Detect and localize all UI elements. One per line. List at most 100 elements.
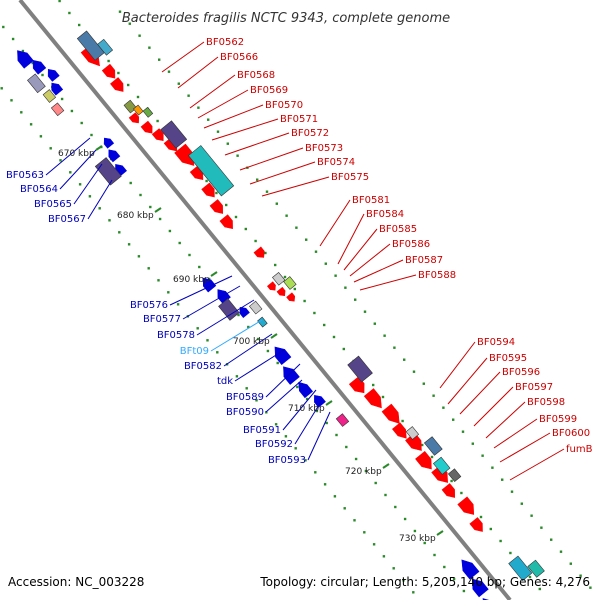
forward-gene-arrow[interactable] bbox=[276, 286, 287, 298]
gene-feature-box[interactable] bbox=[94, 157, 122, 186]
forward-gene-arrow[interactable] bbox=[110, 77, 127, 95]
gene-label[interactable]: BF0596 bbox=[502, 367, 540, 378]
gene-label[interactable]: BF0600 bbox=[552, 428, 590, 439]
gene-label[interactable]: BF0573 bbox=[305, 143, 343, 154]
reverse-gene-arrow[interactable] bbox=[45, 66, 60, 82]
gene-feature-box[interactable] bbox=[447, 468, 462, 483]
forward-gene-arrow[interactable] bbox=[381, 403, 404, 427]
gene-label[interactable]: BF0576 bbox=[130, 300, 168, 311]
gene-label[interactable]: BF0562 bbox=[206, 37, 244, 48]
gene-label[interactable]: BF0587 bbox=[405, 255, 443, 266]
gene-label[interactable]: BF0590 bbox=[226, 407, 264, 418]
gene-label[interactable]: BF0594 bbox=[477, 337, 515, 348]
gene-label[interactable]: BF0585 bbox=[379, 224, 417, 235]
reverse-gene-arrow[interactable] bbox=[48, 80, 64, 96]
forward-gene-arrow[interactable] bbox=[469, 517, 487, 535]
gene-label[interactable]: fumB bbox=[566, 444, 593, 455]
gene-feature-box[interactable] bbox=[133, 104, 144, 116]
gene-feature-box[interactable] bbox=[123, 99, 137, 114]
gene-label[interactable]: BF0595 bbox=[489, 353, 527, 364]
gene-label[interactable]: BF0586 bbox=[392, 239, 430, 250]
gene-feature-box[interactable] bbox=[27, 73, 46, 94]
gene-feature-box[interactable] bbox=[335, 413, 350, 427]
gene-label[interactable]: BF0598 bbox=[527, 397, 565, 408]
gene-label[interactable]: BFt09 bbox=[180, 346, 209, 357]
gene-feature-box[interactable] bbox=[405, 426, 420, 440]
gene-label[interactable]: BF0575 bbox=[331, 172, 369, 183]
forward-gene-arrow[interactable] bbox=[140, 120, 156, 136]
forward-gene-arrow[interactable] bbox=[392, 422, 410, 442]
gene-feature-box[interactable] bbox=[423, 436, 443, 456]
gene-label[interactable]: BF0565 bbox=[34, 199, 72, 210]
forward-gene-arrow[interactable] bbox=[415, 450, 436, 473]
gene-label[interactable]: BF0581 bbox=[352, 195, 390, 206]
gene-label[interactable]: BF0574 bbox=[317, 157, 355, 168]
gene-feature-box[interactable] bbox=[283, 276, 297, 290]
gene-label[interactable]: BF0577 bbox=[143, 314, 181, 325]
gene-label[interactable]: BF0578 bbox=[157, 330, 195, 341]
forward-gene-arrow[interactable] bbox=[209, 199, 227, 217]
gene-feature-box[interactable] bbox=[188, 145, 235, 197]
forward-gene-arrow[interactable] bbox=[457, 496, 479, 519]
forward-gene-arrow[interactable] bbox=[286, 292, 297, 304]
gene-label[interactable]: BF0572 bbox=[291, 128, 329, 139]
gene-label[interactable]: BF0570 bbox=[265, 100, 303, 111]
forward-gene-arrow[interactable] bbox=[201, 182, 219, 200]
gene-feature-box[interactable] bbox=[257, 316, 268, 328]
gene-label[interactable]: BF0563 bbox=[6, 170, 44, 181]
reverse-gene-arrow[interactable] bbox=[270, 343, 292, 366]
gene-label[interactable]: BF0569 bbox=[250, 85, 288, 96]
gene-feature-box[interactable] bbox=[97, 38, 114, 56]
gene-feature-box[interactable] bbox=[272, 271, 286, 286]
reverse-gene-arrow[interactable] bbox=[479, 595, 498, 600]
gene-label[interactable]: BF0592 bbox=[255, 439, 293, 450]
gene-label[interactable]: BF0593 bbox=[268, 455, 306, 466]
forward-gene-arrow[interactable] bbox=[405, 432, 426, 455]
forward-gene-arrow[interactable] bbox=[128, 112, 142, 126]
reverse-gene-arrow[interactable] bbox=[468, 575, 489, 598]
forward-gene-arrow[interactable] bbox=[219, 214, 237, 232]
gene-label[interactable]: BF0582 bbox=[184, 361, 222, 372]
forward-gene-arrow[interactable] bbox=[174, 143, 200, 170]
forward-gene-arrow[interactable] bbox=[253, 246, 267, 260]
reverse-gene-arrow[interactable] bbox=[105, 147, 121, 163]
gene-label[interactable]: tdk bbox=[217, 376, 233, 387]
forward-gene-arrow[interactable] bbox=[267, 281, 277, 293]
forward-gene-arrow[interactable] bbox=[441, 483, 459, 501]
gene-feature-box[interactable] bbox=[527, 559, 545, 578]
gene-feature-box[interactable] bbox=[42, 89, 57, 103]
reverse-gene-arrow[interactable] bbox=[457, 556, 480, 580]
gene-feature-box[interactable] bbox=[249, 300, 263, 315]
gene-label[interactable]: BF0568 bbox=[237, 70, 275, 81]
gene-label[interactable]: BF0588 bbox=[418, 270, 456, 281]
forward-gene-arrow[interactable] bbox=[101, 63, 119, 81]
gene-label[interactable]: BF0566 bbox=[220, 52, 258, 63]
gene-feature-box[interactable] bbox=[347, 355, 373, 383]
gene-feature-box[interactable] bbox=[218, 298, 240, 321]
reverse-gene-arrow[interactable] bbox=[29, 57, 47, 75]
gene-feature-box[interactable] bbox=[50, 102, 65, 117]
forward-gene-arrow[interactable] bbox=[348, 376, 368, 397]
forward-gene-arrow[interactable] bbox=[363, 388, 386, 412]
gene-label[interactable]: BF0599 bbox=[539, 414, 577, 425]
gene-feature-box[interactable] bbox=[160, 120, 188, 149]
reverse-gene-arrow[interactable] bbox=[279, 363, 300, 385]
reverse-gene-arrow[interactable] bbox=[311, 392, 326, 408]
gene-label[interactable]: BF0589 bbox=[226, 392, 264, 403]
gene-feature-box[interactable] bbox=[142, 106, 154, 118]
reverse-gene-arrow[interactable] bbox=[237, 305, 250, 318]
gene-label[interactable]: BF0571 bbox=[280, 114, 318, 125]
gene-label[interactable]: BF0584 bbox=[366, 209, 404, 220]
gene-label[interactable]: BF0567 bbox=[48, 214, 86, 225]
gene-label[interactable]: BF0597 bbox=[515, 382, 553, 393]
forward-gene-arrow[interactable] bbox=[151, 128, 167, 144]
reverse-gene-arrow[interactable] bbox=[101, 135, 115, 149]
gene-label[interactable]: BF0591 bbox=[243, 425, 281, 436]
gene-label[interactable]: BF0564 bbox=[20, 184, 58, 195]
gene-feature-box[interactable] bbox=[508, 555, 533, 582]
reverse-gene-arrow[interactable] bbox=[13, 47, 34, 69]
reverse-gene-arrow[interactable] bbox=[199, 275, 217, 293]
gene-feature-box[interactable] bbox=[76, 30, 105, 61]
reverse-gene-arrow[interactable] bbox=[295, 379, 313, 399]
gene-feature-box[interactable] bbox=[432, 456, 451, 475]
